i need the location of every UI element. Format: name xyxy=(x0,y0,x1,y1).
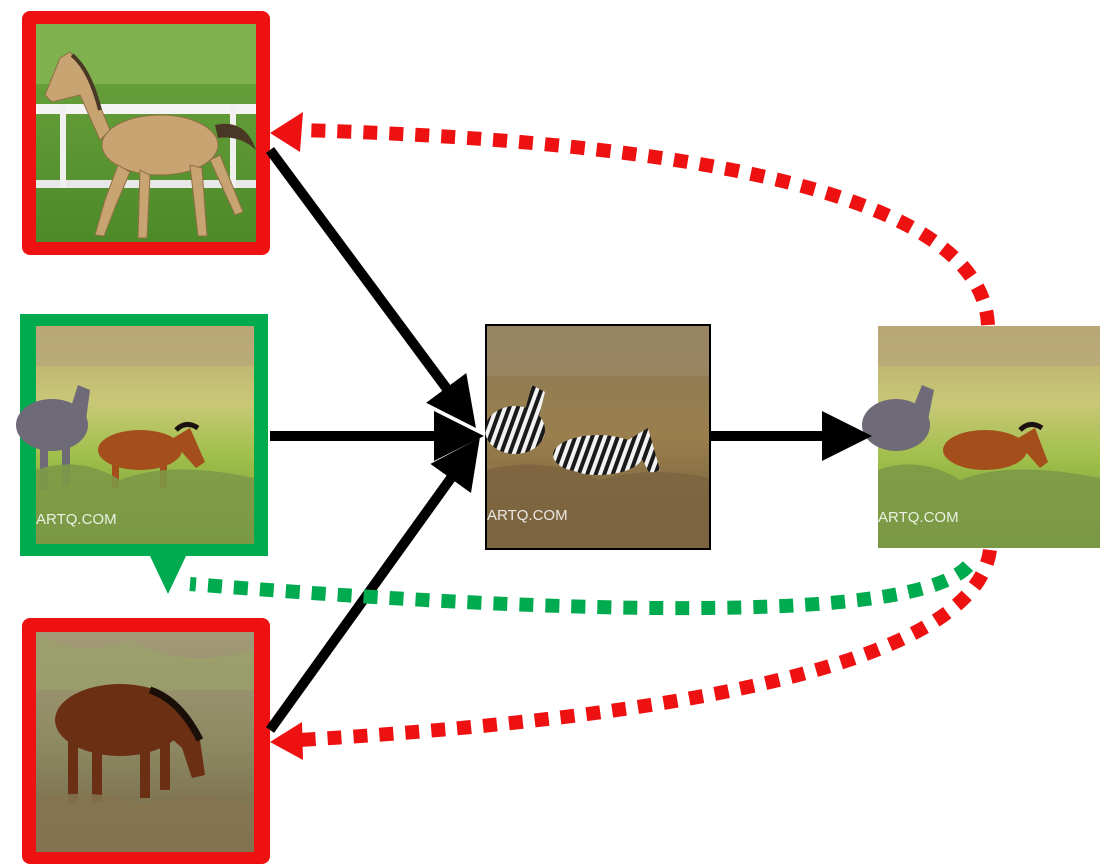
output-image-horses: ARTQ.COM xyxy=(862,326,1100,548)
watermark-middle: ARTQ.COM xyxy=(36,511,117,528)
reference-image-middle: ARTQ.COM xyxy=(16,314,268,594)
reference-image-top xyxy=(22,11,270,255)
watermark-input: ARTQ.COM xyxy=(487,507,568,524)
feedback-arrow-bottom xyxy=(270,548,997,760)
reference-image-bottom xyxy=(22,618,270,864)
arrow-top-to-input xyxy=(265,147,476,429)
feedback-arrow-match xyxy=(189,560,974,616)
input-image-zebras: ARTQ.COM xyxy=(485,324,711,550)
arrow-bottom-to-input xyxy=(265,437,480,733)
flow-arrows xyxy=(265,147,872,733)
feedback-arrow-top xyxy=(270,112,995,326)
watermark-output: ARTQ.COM xyxy=(878,509,959,526)
red-arrowhead-bottom xyxy=(270,722,303,760)
red-arrowhead-top xyxy=(270,112,303,152)
